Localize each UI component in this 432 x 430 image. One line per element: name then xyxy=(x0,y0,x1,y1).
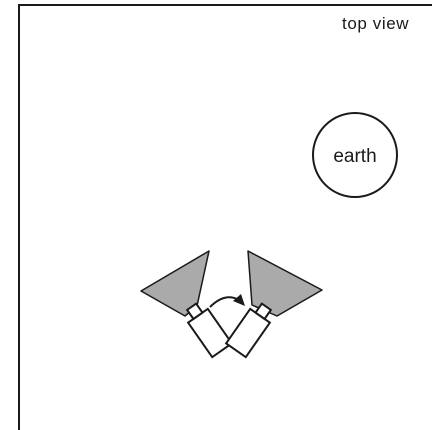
view-label: top view xyxy=(342,14,409,33)
rotation-arrow-icon xyxy=(210,294,245,307)
diagram-frame xyxy=(19,5,432,430)
camera-icon xyxy=(226,300,276,357)
camera-left xyxy=(141,251,232,357)
earth-label: earth xyxy=(333,146,376,167)
earth: earth xyxy=(313,113,397,197)
camera-icon xyxy=(182,300,232,357)
